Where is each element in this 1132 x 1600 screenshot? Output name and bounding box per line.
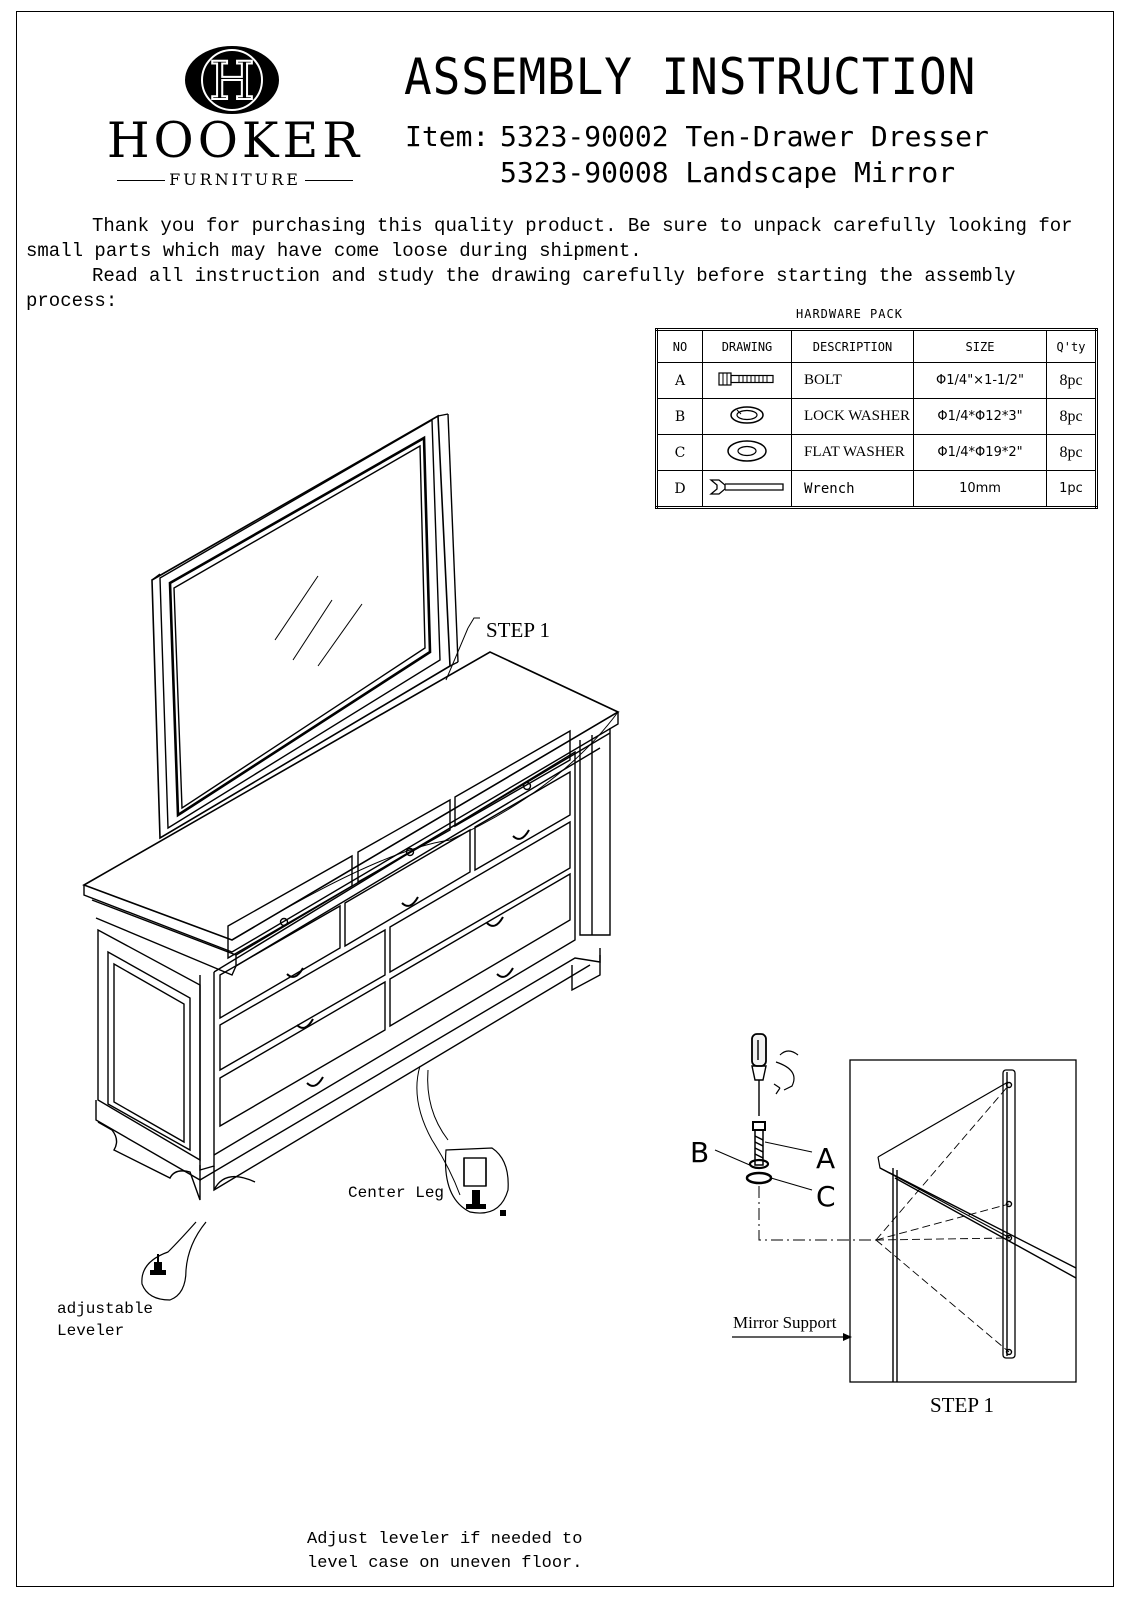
- step-1-label: STEP 1: [486, 618, 550, 642]
- row-no: B: [656, 398, 703, 435]
- hardware-header-row: NO DRAWING DESCRIPTION SIZE Q'ty: [656, 329, 1097, 363]
- row-description: Wrench: [791, 470, 914, 508]
- row-no: D: [656, 470, 703, 508]
- leveler-note-line-1: Adjust leveler if needed to: [307, 1530, 583, 1549]
- monogram-emblem: H: [185, 46, 279, 114]
- hardware-assembly-detail: [714, 1033, 1077, 1383]
- leveler-label-line-1: adjustable: [57, 1300, 154, 1318]
- center-leg-label: Center Leg: [348, 1184, 445, 1202]
- center-leg-detail: [444, 1147, 509, 1216]
- intro-paragraph-2: Read all instruction and study the drawi…: [26, 265, 1016, 312]
- callout-a: A: [816, 1142, 836, 1175]
- row-qty: 1pc: [1046, 470, 1097, 508]
- hardware-row: D Wrench 10mm 1pc: [656, 470, 1097, 508]
- wrench-icon: [702, 470, 792, 508]
- row-description: FLAT WASHER: [791, 434, 914, 471]
- sub-brand: FURNITURE: [100, 170, 370, 189]
- hardware-row: B LOCK WASHER Φ1/4*Φ12*3" 8pc: [656, 398, 1097, 435]
- row-size: 10mm: [913, 470, 1047, 508]
- row-size: Φ1/4"×1-1/2": [913, 362, 1047, 399]
- row-qty: 8pc: [1046, 434, 1097, 471]
- col-drawing: DRAWING: [702, 329, 792, 363]
- intro-text: Thank you for purchasing this quality pr…: [26, 214, 1096, 314]
- page-title: ASSEMBLY INSTRUCTION: [404, 48, 977, 106]
- hooker-furniture-logo: H HOOKER FURNITURE: [100, 44, 370, 194]
- col-qty: Q'ty: [1046, 329, 1097, 363]
- hardware-table: NO DRAWING DESCRIPTION SIZE Q'ty A BOLT …: [655, 328, 1098, 509]
- col-description: DESCRIPTION: [791, 329, 914, 363]
- leveler-detail: [141, 1221, 207, 1301]
- leveler-label-line-2: Leveler: [57, 1322, 125, 1340]
- item-line-mirror: 5323-90008 Landscape Mirror: [500, 156, 956, 189]
- brand-name: HOOKER: [106, 112, 364, 169]
- row-qty: 8pc: [1046, 362, 1097, 399]
- hardware-row: A BOLT Φ1/4"×1-1/2" 8pc: [656, 362, 1097, 399]
- row-size: Φ1/4*Φ19*2": [913, 434, 1047, 471]
- mirror-support-label: Mirror Support: [733, 1313, 837, 1332]
- callout-b: B: [690, 1136, 710, 1169]
- item-label: Item:: [405, 120, 490, 153]
- item-line-dresser: 5323-90002 Ten-Drawer Dresser: [500, 120, 989, 153]
- monogram-letter: H: [209, 52, 254, 112]
- mirror-illustration: [151, 413, 459, 840]
- row-description: LOCK WASHER: [791, 398, 914, 435]
- page-frame: [16, 11, 1114, 1587]
- dresser-illustration: [82, 651, 620, 1201]
- hardware-caption: HARDWARE PACK: [796, 307, 903, 321]
- lock-washer-icon: [702, 398, 792, 435]
- leveler-note-line-2: level case on uneven floor.: [307, 1554, 583, 1573]
- row-qty: 8pc: [1046, 398, 1097, 435]
- intro-paragraph-1: Thank you for purchasing this quality pr…: [26, 215, 1073, 262]
- callout-c: C: [816, 1180, 836, 1213]
- detail-step-1-label: STEP 1: [930, 1393, 994, 1417]
